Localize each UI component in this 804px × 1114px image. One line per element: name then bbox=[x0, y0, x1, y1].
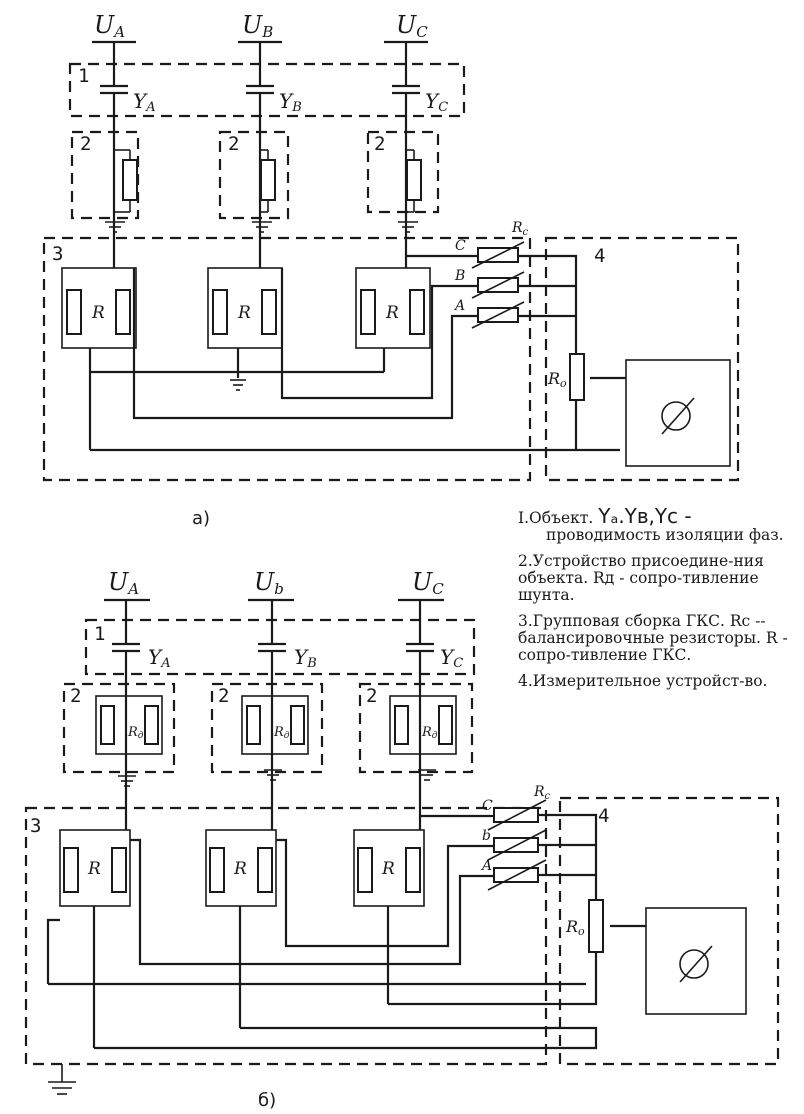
supply-label-a-b: UA bbox=[108, 568, 139, 598]
wiring-b bbox=[46, 799, 747, 1095]
legend-item-1-formula: Yₐ.Yʙ,Yc - bbox=[598, 504, 692, 528]
phase-letter-c-b: C bbox=[482, 798, 493, 814]
block-3-assembly bbox=[42, 236, 532, 482]
y-label-c-b: YC bbox=[440, 645, 463, 671]
rd-label-2: Rд bbox=[273, 725, 290, 741]
legend-item-3: 3.Групповая сборка ГКС. Rc --балансирово… bbox=[518, 612, 788, 664]
supply-label-a: UA bbox=[94, 11, 125, 41]
caption-a: а) bbox=[192, 508, 211, 529]
rc-label-a: Rc bbox=[511, 220, 529, 238]
gks-resistors-b bbox=[59, 829, 425, 1048]
legend-item-4: 4.Измерительное устройст-во. bbox=[518, 672, 768, 690]
block-1-number-b: 1 bbox=[94, 623, 105, 645]
phase-letter-b: B bbox=[454, 268, 465, 284]
supply-label-c: UC bbox=[396, 11, 428, 41]
y-label-c: YC bbox=[425, 89, 448, 115]
block-2-number-a-b: 2 bbox=[70, 685, 81, 707]
r0-label-b: Ro bbox=[565, 917, 585, 938]
block-2-number-b: 2 bbox=[228, 133, 239, 155]
block-1-number: 1 bbox=[78, 65, 89, 87]
block-4-number: 4 bbox=[594, 245, 605, 267]
phase-letter-b-b: b bbox=[482, 828, 491, 844]
block-3-number: 3 bbox=[52, 243, 63, 265]
block-2-number-b-b: 2 bbox=[218, 685, 229, 707]
r-label-a3: R bbox=[385, 303, 399, 323]
wiring-a bbox=[90, 241, 731, 467]
feeders-b bbox=[112, 600, 434, 830]
legend-item-1-text: проводимость изоляции фаз. bbox=[546, 526, 784, 544]
block-1-object bbox=[68, 62, 466, 118]
y-label-a: YA bbox=[133, 89, 156, 115]
y-label-a-b: YA bbox=[148, 645, 171, 671]
block-3-number-b: 3 bbox=[30, 815, 41, 837]
phase-letter-a-b: A bbox=[480, 858, 492, 874]
supply-label-b: UB bbox=[242, 11, 273, 41]
diagram-b: UA Ub UC 1 YA YB YC bbox=[24, 568, 780, 1095]
legend-item-1: I.Объект. Yₐ.Yʙ,Yc - проводимость изоляц… bbox=[518, 506, 802, 544]
r-label-b3: R bbox=[381, 859, 395, 879]
block-4-measuring-b bbox=[558, 796, 780, 1066]
block-4-measuring bbox=[544, 236, 740, 482]
legend-item-2: 2.Устройство присоедине-ния объекта. Rд … bbox=[518, 552, 764, 604]
block-2-number-c: 2 bbox=[374, 133, 385, 155]
block-4-number-b: 4 bbox=[598, 805, 609, 827]
block-1-object-b bbox=[84, 618, 476, 676]
diagram-a: UA UB UC 1 YA YB YC bbox=[42, 11, 740, 482]
rd-label-3: Rд bbox=[421, 725, 438, 741]
supply-label-c-b: UC bbox=[412, 568, 444, 598]
phase-letter-c: C bbox=[455, 238, 466, 254]
r-label-b1: R bbox=[87, 859, 101, 879]
block-2-number-c-b: 2 bbox=[366, 685, 377, 707]
r-label-a2: R bbox=[237, 303, 251, 323]
blocks-2-b bbox=[62, 682, 474, 787]
block-2-number-a: 2 bbox=[80, 133, 91, 155]
legend: I.Объект. Yₐ.Yʙ,Yc - проводимость изоляц… bbox=[518, 506, 802, 699]
block-3-assembly-b bbox=[24, 806, 548, 1066]
gks-resistors-a bbox=[61, 250, 431, 450]
rc-label-b: Rc bbox=[533, 784, 551, 802]
r-label-a1: R bbox=[91, 303, 105, 323]
y-label-b-b: YB bbox=[294, 645, 317, 671]
caption-b: б) bbox=[258, 1090, 277, 1111]
y-label-b: YB bbox=[279, 89, 302, 115]
r0-label-a: Ro bbox=[547, 369, 567, 390]
legend-item-1-title: I.Объект. bbox=[518, 509, 594, 527]
blocks-2-a bbox=[70, 130, 440, 233]
rd-label-1: Rд bbox=[127, 725, 144, 741]
supply-label-b-b: Ub bbox=[254, 568, 284, 598]
phase-letter-a: A bbox=[453, 298, 465, 314]
r-label-b2: R bbox=[233, 859, 247, 879]
